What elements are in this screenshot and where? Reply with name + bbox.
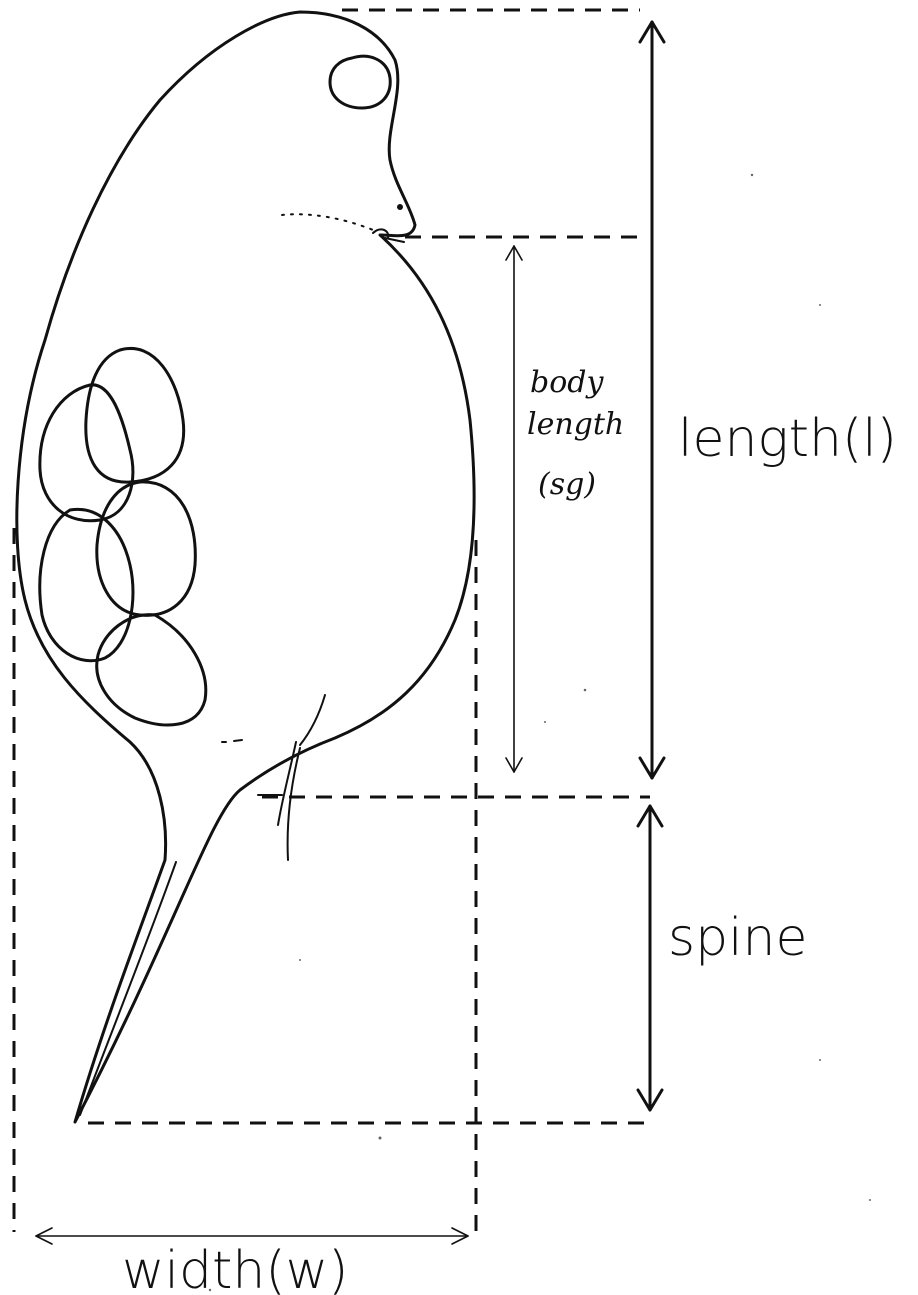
spine-arrow	[638, 806, 662, 1110]
spine-label: spine	[668, 908, 808, 968]
egg	[97, 482, 195, 615]
width-label: width(w)	[122, 1241, 348, 1295]
egg	[40, 509, 133, 660]
gut-mark	[222, 740, 242, 742]
body-length-arrow	[506, 246, 522, 772]
measurement-guides	[14, 10, 650, 1232]
body-length-label-line3: (sg)	[538, 467, 596, 502]
egg-cluster	[40, 348, 206, 725]
antennule-dotted-line	[282, 214, 378, 232]
length-label: length(l)	[678, 409, 897, 469]
body-outline	[17, 12, 474, 1122]
beak-dot	[397, 204, 403, 210]
postabdominal-claw	[258, 695, 325, 860]
egg	[97, 615, 206, 725]
egg	[86, 348, 184, 482]
body-length-label-line2: length	[527, 407, 624, 442]
body-length-label-line1: body	[530, 365, 604, 400]
spine-inner-line	[80, 862, 176, 1115]
length-arrow	[640, 22, 664, 778]
compound-eye	[330, 56, 390, 108]
